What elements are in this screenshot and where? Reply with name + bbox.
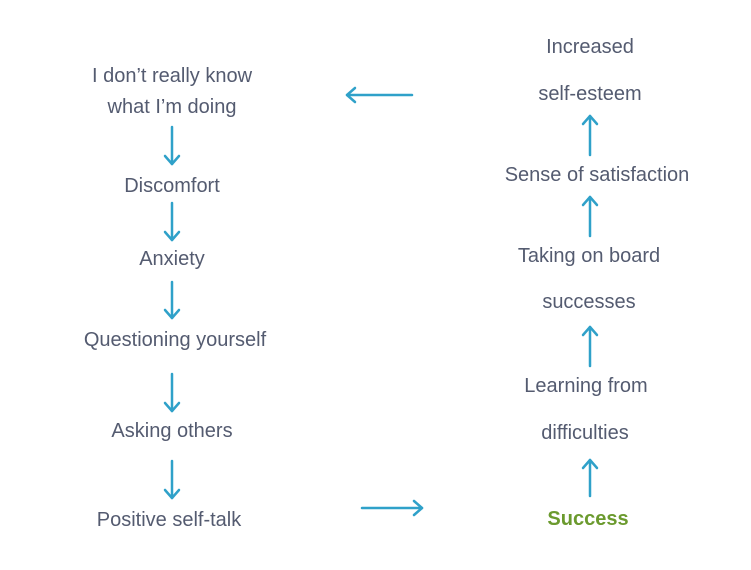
node-discomfort: Discomfort [124, 175, 220, 197]
node-questioning-yourself: Questioning yourself [83, 329, 267, 351]
node-anxiety: Anxiety [139, 248, 205, 270]
node-dont-know-line2: what I’m doing [107, 96, 237, 118]
node-learning-line2: difficulties [541, 422, 629, 444]
node-increased-line2: self-esteem [538, 83, 642, 105]
arrow-right-to-success [360, 499, 424, 517]
node-success: Success [547, 508, 629, 530]
node-learning-line1: Learning from [524, 375, 648, 397]
arrow-up-3 [581, 195, 599, 238]
arrow-up-2 [581, 325, 599, 368]
arrow-down-4 [163, 372, 181, 413]
node-dont-know-line1: I don’t really know [91, 65, 253, 87]
arrow-down-3 [163, 280, 181, 320]
node-taking-on-board-line2: successes [542, 291, 636, 313]
node-sense-of-satisfaction: Sense of satisfaction [504, 164, 690, 186]
arrow-left-to-start [345, 86, 414, 104]
node-asking-others: Asking others [111, 420, 233, 442]
arrow-down-1 [163, 125, 181, 166]
arrow-up-4 [581, 114, 599, 157]
arrow-down-2 [163, 201, 181, 242]
node-increased-line1: Increased [546, 36, 634, 58]
node-taking-on-board-line1: Taking on board [517, 245, 661, 267]
arrow-up-1 [581, 458, 599, 498]
node-positive-self-talk: Positive self-talk [96, 509, 242, 531]
arrow-down-5 [163, 459, 181, 500]
